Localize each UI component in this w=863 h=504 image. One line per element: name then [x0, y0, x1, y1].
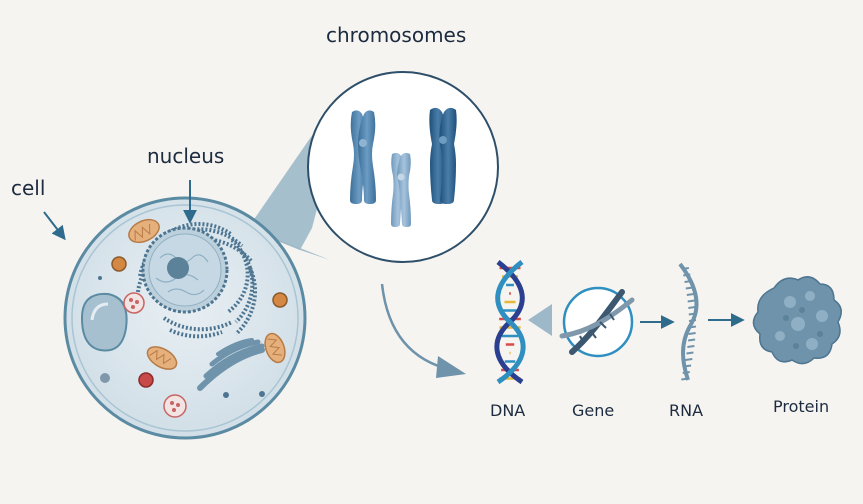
rna-base — [683, 364, 692, 368]
mitochondrion-icon — [264, 332, 286, 364]
rna-base — [688, 332, 696, 335]
chromosomes-label: chromosomes — [326, 23, 467, 47]
protein-icon — [752, 276, 842, 365]
rna-label: RNA — [669, 401, 704, 420]
vesicle-icon — [100, 373, 110, 383]
cell-pointer-arrow — [43, 211, 66, 241]
rna-base — [687, 345, 695, 348]
gene-to-dna-pointer — [528, 304, 552, 336]
vacuole-icon — [80, 292, 128, 352]
lysosome-icon — [123, 292, 145, 314]
vesicle-icon — [111, 256, 127, 272]
rna-strand-icon — [678, 262, 699, 381]
rna-base — [686, 293, 694, 296]
mitochondrion-icon — [128, 218, 160, 244]
vesicle-icon — [138, 372, 154, 388]
mitochondrion-icon — [146, 346, 178, 370]
vesicle-icon — [259, 391, 265, 397]
nucleus-icon — [141, 226, 229, 314]
magnifier-to-dna-arrowhead — [436, 356, 466, 378]
nucleus-label: nucleus — [147, 144, 225, 168]
chromosome-icon — [429, 107, 457, 204]
dna-label: DNA — [490, 401, 526, 420]
chromosome-icon — [350, 110, 376, 204]
vesicle-icon — [272, 292, 288, 308]
rna-base — [684, 280, 692, 283]
chromosome-magnifier — [307, 71, 499, 263]
dna-helix-icon — [494, 260, 526, 385]
rna-base — [688, 325, 697, 329]
cell-label: cell — [11, 176, 46, 200]
magnifier-to-dna-arrow — [380, 283, 453, 372]
rna-base — [681, 377, 689, 381]
rna-base — [681, 267, 690, 270]
rna-base — [686, 351, 694, 355]
cell-icon — [63, 196, 307, 440]
lysosome-icon — [163, 394, 187, 418]
vesicle-icon — [223, 392, 229, 398]
rna-base — [685, 286, 693, 290]
rna-base — [688, 319, 697, 322]
rna-base — [685, 358, 693, 361]
gene-icon — [559, 286, 635, 358]
chromosome-icon — [391, 152, 411, 227]
protein-label: Protein — [773, 397, 830, 416]
rna-base — [683, 273, 691, 277]
gene-label: Gene — [572, 401, 615, 420]
rna-base — [682, 371, 690, 374]
rna-base — [687, 299, 695, 303]
rna-base — [688, 306, 696, 309]
golgi-apparatus-icon — [197, 338, 265, 391]
rna-base — [688, 312, 696, 316]
rna-base — [687, 338, 696, 342]
vesicle-icon — [98, 276, 102, 280]
